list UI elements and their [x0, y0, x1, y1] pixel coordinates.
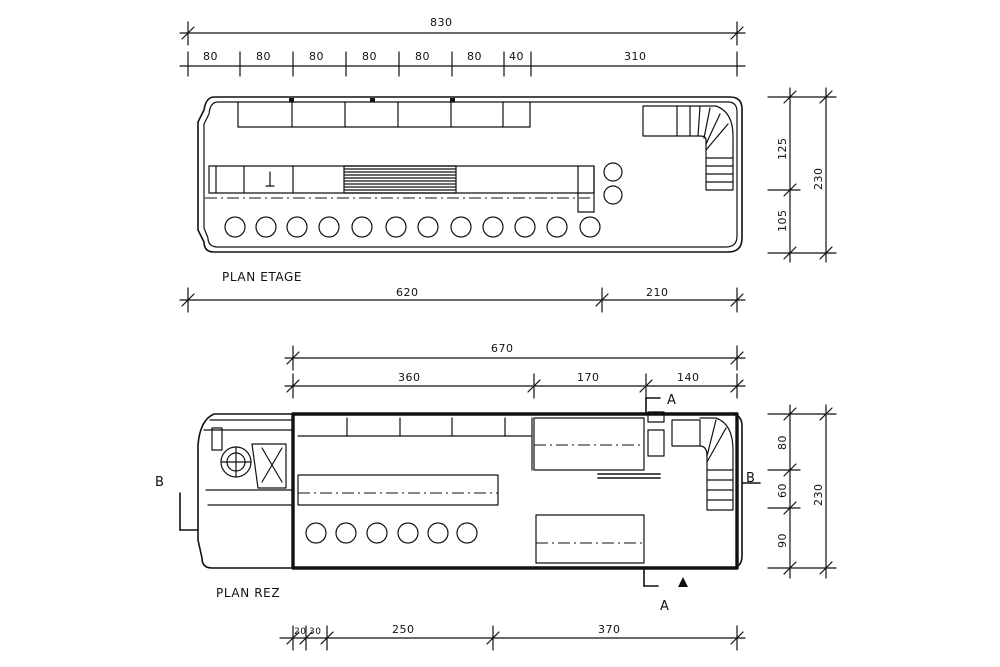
- ground-plan-title: PLAN REZ: [216, 586, 280, 600]
- upper-round-seats: [224, 162, 623, 238]
- upper-seg-8: 310: [624, 50, 647, 63]
- upper-seg-7: 40: [509, 50, 524, 63]
- ground-bottom-dimension: 20 30 250 370: [279, 623, 746, 651]
- upper-seg-1: 80: [203, 50, 218, 63]
- upper-seg-6: 80: [467, 50, 482, 63]
- section-b-label-left: B: [155, 475, 164, 490]
- upper-bottom-dimension: 620 210: [179, 286, 746, 313]
- upper-bottom-seg-1: 620: [396, 286, 419, 299]
- ground-bottom-seg-1: 20: [294, 627, 306, 637]
- ground-seat: [397, 522, 419, 544]
- ground-bottom-seg-4: 370: [598, 623, 621, 636]
- section-b-marker-right: B: [741, 471, 761, 486]
- upper-bottom-seg-2: 210: [646, 286, 669, 299]
- upper-right-seg-2: 105: [776, 210, 789, 233]
- upper-right-overall: 230: [812, 168, 825, 191]
- upper-seat: [579, 216, 601, 238]
- upper-plan-title: PLAN ETAGE: [222, 270, 302, 284]
- ground-right-seg-1: 80: [776, 435, 789, 450]
- upper-seg-2: 80: [256, 50, 271, 63]
- section-a-marker-bottom: A: [643, 567, 688, 614]
- upper-overall-length: 830: [430, 16, 453, 29]
- upper-seg-3: 80: [309, 50, 324, 63]
- upper-rear-seat: [603, 185, 623, 205]
- ground-right-seg-3: 90: [776, 533, 789, 548]
- ground-seg-2: 170: [577, 371, 600, 384]
- upper-deck-outline: [197, 96, 743, 253]
- section-a-marker-top: A: [645, 393, 676, 413]
- upper-seat: [255, 216, 277, 238]
- upper-stair-treads: [343, 168, 457, 191]
- ground-round-seats: [305, 522, 478, 544]
- ground-bottom-seg-2: 30: [309, 627, 321, 637]
- upper-plan: 830 80 80 80 80 80 80 40 310: [179, 16, 837, 313]
- upper-right-seg-1: 125: [776, 138, 789, 161]
- ground-top-overall-dimension: 670: [284, 342, 746, 371]
- upper-seat: [417, 216, 439, 238]
- ground-seat: [335, 522, 357, 544]
- section-a-label-bottom: A: [660, 599, 669, 614]
- upper-seat: [385, 216, 407, 238]
- section-b-label-right: B: [746, 471, 755, 486]
- ground-floor-outline: [197, 411, 743, 570]
- upper-seat: [450, 216, 472, 238]
- ground-top-segment-dimension: 360 170 140: [284, 371, 746, 399]
- ground-seat: [305, 522, 327, 544]
- ground-seg-3: 140: [677, 371, 700, 384]
- upper-seg-5: 80: [415, 50, 430, 63]
- ground-seat: [456, 522, 478, 544]
- ground-seg-1: 360: [398, 371, 421, 384]
- upper-seg-4: 80: [362, 50, 377, 63]
- upper-seat: [546, 216, 568, 238]
- upper-rear-seat: [603, 162, 623, 182]
- upper-seat: [482, 216, 504, 238]
- ground-overall-length: 670: [491, 342, 514, 355]
- upper-seat: [514, 216, 536, 238]
- upper-seat: [224, 216, 246, 238]
- ground-right-overall: 230: [812, 484, 825, 507]
- upper-seat: [351, 216, 373, 238]
- section-b-marker-left: B: [155, 475, 199, 531]
- section-a-label-top: A: [667, 393, 676, 408]
- ground-seat: [366, 522, 388, 544]
- upper-seat: [286, 216, 308, 238]
- upper-seat: [318, 216, 340, 238]
- upper-top-overall-dimension: 830: [179, 16, 746, 46]
- ground-seat: [427, 522, 449, 544]
- ground-right-seg-2: 60: [776, 483, 789, 498]
- upper-top-segment-dimension: 80 80 80 80 80 80 40 310: [179, 50, 746, 77]
- ground-right-dimension: 80 60 90 230: [767, 404, 837, 579]
- ground-plan: 670 360 170 140: [155, 342, 837, 651]
- ground-bottom-seg-3: 250: [392, 623, 415, 636]
- upper-right-dimension: 125 105 230: [767, 87, 837, 263]
